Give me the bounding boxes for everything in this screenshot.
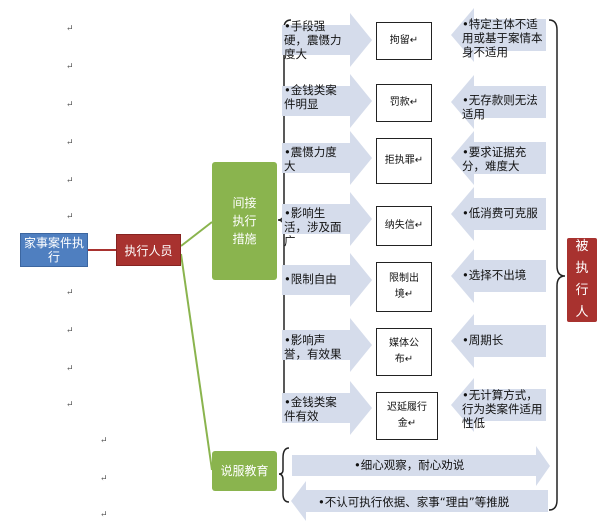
limitation-text: •无存款则无法适用 [462, 93, 538, 121]
limitation-text: •低消费可克服 [462, 206, 538, 220]
reason-arrow [282, 318, 372, 372]
executor-node: 执行人员 [116, 234, 181, 266]
measure-box: 限制出境↵ [376, 262, 432, 312]
connector-executor-indirect [180, 221, 213, 247]
limitation-text: •特定主体不适用或基于案情本身不适用 [462, 17, 543, 59]
reason-text: •影响声誉，有效果 [284, 333, 342, 361]
measure-box: 纳失信↵ [376, 206, 432, 246]
connector-executor-persuasion [180, 253, 213, 471]
reason-text: •金钱类案件明显 [284, 83, 337, 111]
limitation-arrow [451, 314, 546, 368]
paragraph-mark: ↵ [66, 400, 74, 410]
reason-arrow [282, 253, 372, 307]
paragraph-mark: ↵ [66, 364, 74, 374]
reason-text: •限制自由 [284, 272, 337, 286]
paragraph-mark: ↵ [100, 474, 108, 484]
limitation-text: •要求证据充分，难度大 [462, 145, 527, 173]
paragraph-mark: ↵ [66, 212, 74, 222]
measure-box: 迟延履行金↵ [376, 392, 438, 440]
paragraph-mark: ↵ [66, 100, 74, 110]
limitation-text: •无计算方式，行为类案件适用性低 [462, 388, 543, 430]
indirect-measures-node: 间接执行措施 [212, 162, 277, 280]
paragraph-mark: ↵ [66, 24, 74, 34]
limitation-arrows [451, 8, 546, 432]
reason-arrow [282, 381, 372, 435]
reason-text: •震慑力度大 [284, 145, 337, 173]
limitation-arrow [451, 8, 546, 62]
reason-text: •金钱类案件有效 [284, 395, 337, 423]
paragraph-mark: ↵ [100, 436, 108, 446]
limitation-arrow [451, 75, 546, 129]
persuasion-node: 说服教育 [212, 451, 277, 491]
reason-arrow [282, 131, 372, 185]
measure-box: 拘留↵ [376, 22, 432, 60]
reason-arrow [282, 192, 372, 246]
persuasion-forward-text: •细心观察，耐心劝说 [354, 458, 465, 472]
persuasion-backward-text: •不认可执行依据、家事“理由”等推脱 [318, 495, 510, 509]
paragraph-mark: ↵ [100, 510, 108, 520]
brace-result [548, 19, 566, 511]
limitation-text: •周期长 [462, 333, 504, 347]
measure-box: 媒体公布↵ [376, 328, 432, 376]
paragraph-mark: ↵ [66, 138, 74, 148]
reason-text: •影响生活，涉及面广 [284, 206, 342, 248]
persuasion-backward-arrow [291, 481, 548, 521]
limitation-text: •选择不出境 [462, 268, 527, 282]
measure-box: 拒执罪↵ [376, 138, 432, 184]
limitation-arrow [451, 249, 546, 303]
reason-arrows [282, 13, 372, 435]
paragraph-mark: ↵ [66, 62, 74, 72]
measure-box: 罚款↵ [376, 84, 432, 122]
persuasion-forward-arrow [292, 446, 550, 486]
brace-persuasion [278, 447, 290, 503]
reason-arrow [282, 74, 372, 128]
paragraph-mark: ↵ [66, 176, 74, 186]
limitation-arrow [451, 378, 546, 432]
root-node: 家事案件执行 [20, 233, 88, 267]
reason-arrow [282, 13, 372, 67]
limitation-arrow [451, 187, 546, 241]
reason-text: •手段强硬，震慑力度大 [284, 19, 342, 61]
result-node: 被执行人 [567, 238, 597, 322]
limitation-arrow [451, 131, 546, 185]
paragraph-mark: ↵ [66, 326, 74, 336]
paragraph-mark: ↵ [66, 288, 74, 298]
